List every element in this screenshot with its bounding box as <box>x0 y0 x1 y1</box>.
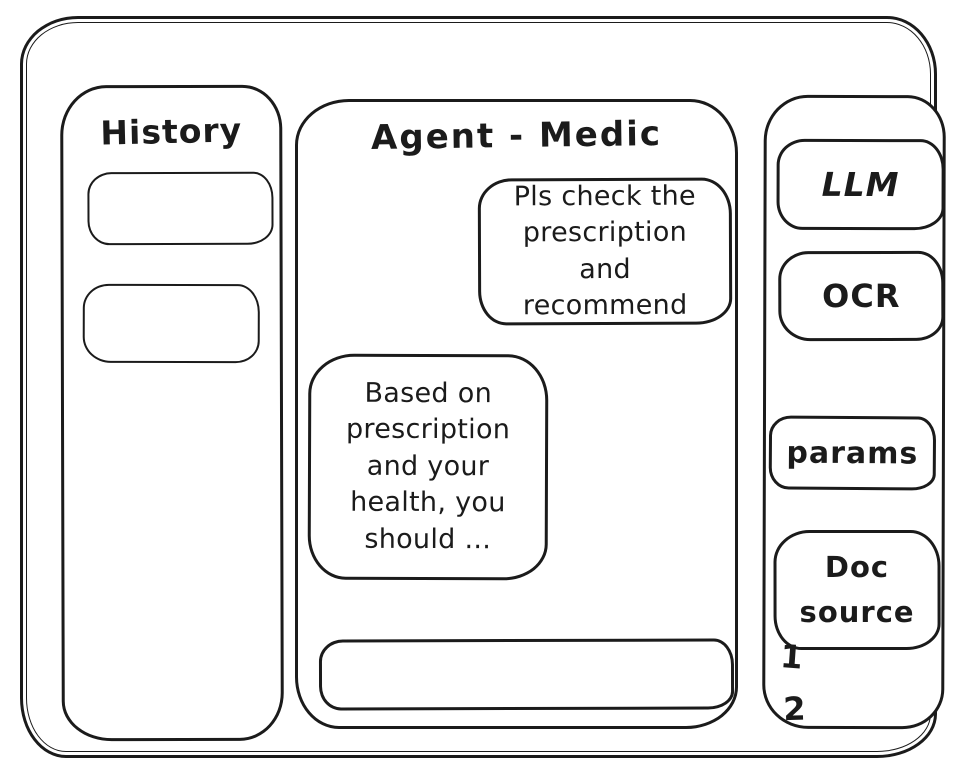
agent-message-text: Based on prescription and your health, y… <box>345 377 511 555</box>
annotation-2: 2 <box>782 689 807 729</box>
agent-message-bubble: Based on prescription and your health, y… <box>307 353 549 581</box>
llm-button[interactable]: LLM <box>776 138 945 231</box>
chat-panel-title: Agent - Medic <box>370 113 663 159</box>
history-item-1[interactable] <box>87 171 274 246</box>
chat-panel: Agent - Medic Pls check the prescription… <box>295 99 738 729</box>
history-panel: History <box>60 84 284 742</box>
annotation-1: 1 <box>779 637 804 677</box>
doc-source-button[interactable]: Doc source <box>773 529 941 651</box>
message-input[interactable] <box>318 638 735 711</box>
history-item-2[interactable] <box>82 283 260 364</box>
params-button[interactable]: params <box>768 415 937 491</box>
app-frame: History Agent - Medic Pls check the pres… <box>20 16 946 758</box>
user-message-bubble: Pls check the prescription and recommend <box>477 177 733 326</box>
user-message-text: Pls check the prescription and recommend <box>513 180 697 322</box>
tools-panel: LLM OCR params Doc source 1 2 <box>762 94 946 730</box>
history-panel-title: History <box>99 110 243 153</box>
ocr-button[interactable]: OCR <box>778 250 945 342</box>
